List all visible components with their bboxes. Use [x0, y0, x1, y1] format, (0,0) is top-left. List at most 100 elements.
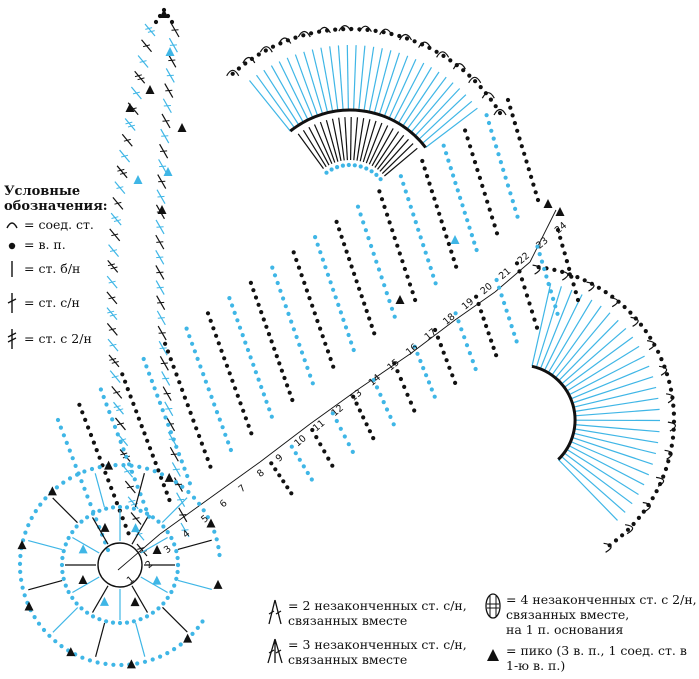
- stitch-bar: [116, 408, 124, 412]
- chain-stitch: [175, 562, 181, 568]
- slip-stitch-icon: [6, 222, 18, 229]
- chain-stitch: [220, 425, 225, 430]
- stitch-bar: [127, 124, 136, 128]
- chain-stitch: [539, 259, 545, 264]
- chain-stitch: [422, 166, 427, 171]
- chain-stitch: [564, 259, 570, 264]
- row-number: 13: [348, 387, 364, 403]
- chain-stitch: [475, 167, 480, 173]
- crochet-stitch: [140, 576, 168, 594]
- chain-stitch: [169, 535, 174, 541]
- chain-stitch: [378, 392, 383, 397]
- crochet-stitch: [574, 408, 660, 417]
- picot: [66, 647, 76, 657]
- crochet-stitch: [543, 294, 583, 371]
- chain-stitch: [80, 410, 85, 415]
- chain-stitch: [501, 167, 506, 172]
- chain-stitch: [357, 408, 362, 413]
- stitch-bar: [109, 249, 118, 252]
- chain-stitch: [67, 448, 72, 453]
- chain-stitch: [112, 424, 118, 429]
- chain-stitch: [287, 390, 292, 395]
- crochet-stitch: [91, 517, 109, 545]
- chain-stitch: [323, 341, 328, 346]
- chain-stitch: [397, 251, 402, 256]
- chain-stitch: [354, 279, 359, 284]
- chain-stitch: [178, 642, 183, 647]
- chain-stitch: [463, 128, 468, 133]
- chain-stitch: [131, 506, 136, 511]
- stitch-bar: [177, 498, 185, 501]
- chain-stitch: [392, 235, 397, 241]
- chain-stitch: [120, 516, 125, 521]
- chain-stitch: [507, 316, 512, 321]
- chain-stitch: [455, 188, 460, 193]
- chain-stitch: [117, 504, 123, 510]
- chain-stitch: [661, 474, 666, 479]
- chain-stitch: [328, 280, 333, 285]
- chain-stitch: [358, 164, 363, 169]
- chain-stitch: [112, 493, 117, 498]
- chain-stitch: [60, 569, 65, 575]
- chain-stitch: [485, 199, 490, 204]
- chain-stitch: [205, 456, 210, 462]
- chain-stitch: [132, 477, 137, 482]
- chain-stitch: [267, 407, 272, 412]
- chain-stitch: [377, 189, 382, 194]
- crochet-stitch: [358, 45, 366, 111]
- chain-stitch: [465, 218, 470, 223]
- chain-stitch: [529, 309, 535, 314]
- chain-stitch: [305, 365, 310, 370]
- stitch-bar: [160, 150, 168, 152]
- chain-stitch: [243, 61, 248, 66]
- chain-stitch: [115, 432, 120, 437]
- chain-stitch: [365, 27, 370, 32]
- chain-stitch: [150, 453, 155, 458]
- chain-stitch: [462, 210, 467, 215]
- stitch-bar: [124, 469, 132, 473]
- stitch-bar: [128, 499, 136, 503]
- chain-stitch: [562, 251, 567, 256]
- chain-stitch: [659, 357, 664, 362]
- chain-stitch: [230, 71, 235, 76]
- stitch-bar: [156, 226, 164, 228]
- chain-stitch: [552, 267, 557, 272]
- chain-stitch: [333, 27, 338, 32]
- chain-stitch: [512, 121, 518, 126]
- stitch-bar: [142, 44, 151, 48]
- chain-stitch: [473, 79, 478, 84]
- crochet-stitch: [554, 312, 611, 379]
- chain-stitch: [369, 169, 374, 174]
- chain-stitch: [197, 433, 202, 439]
- crochet-stitch: [563, 452, 633, 505]
- chain-stitch: [161, 483, 166, 488]
- chain-stitch: [315, 318, 320, 324]
- stitch-bar: [114, 201, 122, 205]
- chain-stitch: [481, 316, 486, 321]
- chain-stitch: [357, 286, 362, 291]
- chain-stitch: [361, 415, 366, 420]
- chain-stitch: [36, 621, 42, 626]
- chain-stitch: [453, 311, 458, 316]
- chain-stitch: [548, 289, 554, 294]
- stitch-bar: [157, 195, 165, 198]
- chain-stitch: [101, 394, 106, 400]
- chain-stitch: [243, 416, 248, 421]
- chain-stitch: [77, 402, 82, 407]
- double-crochet-icon: [7, 293, 17, 313]
- chain-stitch: [421, 366, 426, 371]
- chain-stitch: [392, 361, 397, 366]
- chain-stitch: [124, 454, 129, 459]
- chain-stitch: [467, 351, 472, 356]
- chain-stitch: [174, 372, 179, 377]
- chain-stitch: [514, 261, 520, 266]
- chain-stitch: [119, 662, 124, 668]
- crochet-stitch: [329, 46, 339, 111]
- picot: [78, 575, 88, 585]
- chain-stitch: [524, 293, 530, 298]
- chain-stitch: [376, 267, 382, 272]
- dc2tog-icon: [268, 599, 282, 625]
- chain-stitch: [384, 291, 389, 296]
- chain-stitch: [253, 370, 258, 375]
- chain-stitch: [412, 344, 417, 349]
